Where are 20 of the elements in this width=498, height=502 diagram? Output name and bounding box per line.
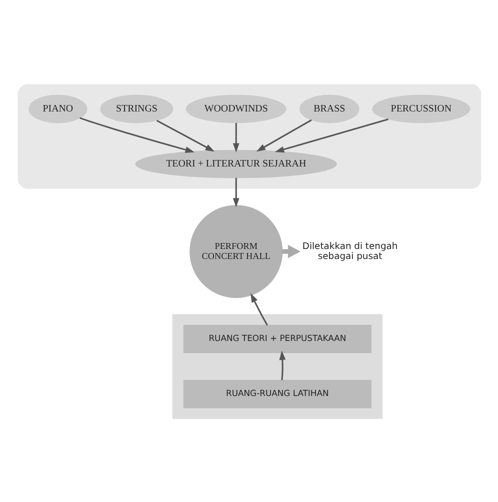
node-box: RUANG-RUANG LATIHAN	[182, 379, 371, 408]
arrow	[278, 350, 286, 380]
arrow	[256, 118, 312, 152]
node-ellipse: PIANO	[28, 94, 87, 123]
node-ellipse: STRINGS	[100, 94, 173, 123]
node-circle: PERFORM CONCERT HALL	[189, 204, 282, 298]
node-ellipse: BRASS	[299, 94, 359, 123]
cluster	[17, 84, 481, 188]
arrow	[274, 118, 388, 152]
cluster	[172, 314, 382, 418]
arrow	[79, 116, 194, 152]
node-text: Diletakkan di tengah sebagai pusat	[302, 240, 398, 262]
arrow	[232, 177, 239, 207]
node-ellipse: TEORI + LITERATUR SEJARAH	[134, 149, 336, 178]
node-ellipse: PERCUSSION	[372, 94, 470, 123]
node-ellipse: WOODWINDS	[185, 94, 286, 123]
node-box: RUANG TEORI + PERPUSTAKAAN	[182, 324, 371, 353]
arrow	[232, 122, 239, 152]
arrow	[156, 119, 214, 152]
arrow	[250, 292, 268, 326]
